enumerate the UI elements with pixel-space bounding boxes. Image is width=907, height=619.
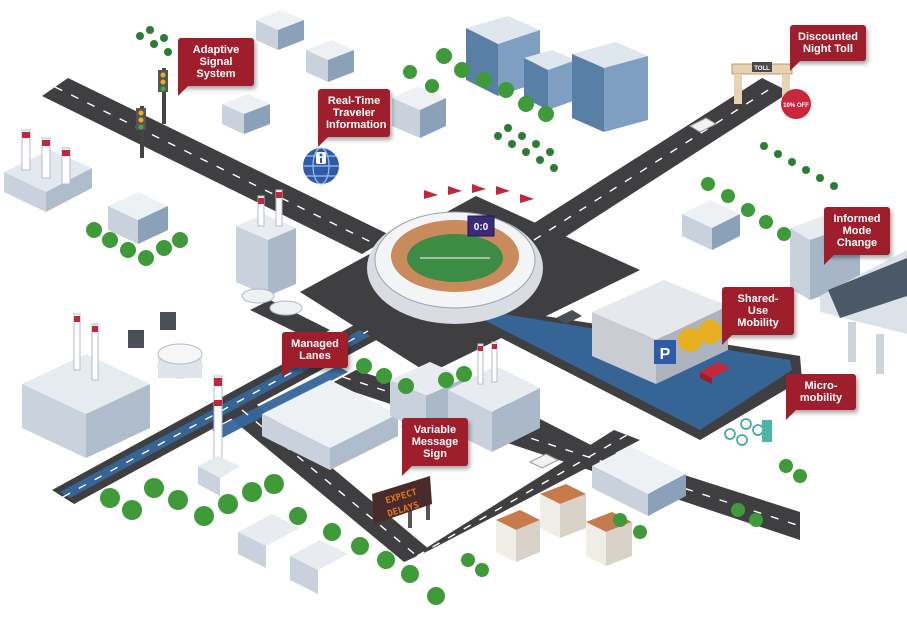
road-bottom [404, 430, 640, 562]
chimney-south [198, 375, 240, 496]
callout-adaptive-signal-text: Adaptive Signal System [192, 44, 240, 80]
scoreboard: 0:0 [467, 215, 495, 237]
traffic-signals [136, 68, 168, 158]
callout-micromobility-text: Micro-mobility [799, 380, 843, 404]
callout-real-time-info: Real-Time Traveler Information [318, 89, 390, 147]
houses-south [238, 484, 632, 594]
road-northeast [520, 78, 790, 248]
callout-night-toll: Discounted Night Toll [790, 25, 866, 71]
callout-managed-lanes: Managed Lanes [282, 332, 348, 378]
traveler-info-globe-icon [303, 147, 339, 185]
callout-adaptive-signal: Adaptive Signal System [178, 38, 254, 96]
callout-night-toll-text: Discounted Night Toll [798, 31, 858, 55]
vehicles [528, 117, 730, 469]
callout-shared-use: Shared-Use Mobility [722, 287, 794, 345]
callout-real-time-info-text: Real-Time Traveler Information [326, 95, 387, 131]
parking-sign: P [660, 346, 671, 363]
toll-plaza: TOLL 10% OFF [731, 62, 811, 119]
callout-informed-mode-text: Informed Mode Change [833, 213, 881, 249]
stadium-flag-row [424, 184, 534, 203]
variable-message-sign: EXPECT DELAYS [372, 476, 432, 528]
road-west-short [250, 300, 330, 340]
warehouse-center [262, 341, 540, 470]
hedges [136, 26, 838, 190]
callout-managed-lanes-text: Managed Lanes [291, 338, 339, 362]
callout-variable-message-sign-text: Variable Message Sign [411, 424, 459, 460]
bike-share-station [724, 418, 772, 446]
stadium: 0:0 [367, 184, 543, 324]
callout-shared-use-text: Shared-Use Mobility [737, 293, 779, 329]
factory-west-tower [236, 189, 303, 316]
parking-garage: P [592, 280, 728, 384]
callout-micromobility: Micro-mobility [786, 374, 856, 420]
factory-southwest [22, 312, 203, 458]
office-towers [466, 16, 648, 132]
trees [86, 48, 807, 605]
toll-discount-label: 10% OFF [783, 103, 809, 109]
scoreboard-text: 0:0 [474, 222, 489, 233]
callout-informed-mode: Informed Mode Change [824, 207, 890, 265]
callout-variable-message-sign: Variable Message Sign [402, 418, 468, 476]
toll-booth-label: TOLL [754, 66, 770, 72]
buildings-north [108, 10, 740, 516]
factory-northwest [4, 129, 92, 212]
